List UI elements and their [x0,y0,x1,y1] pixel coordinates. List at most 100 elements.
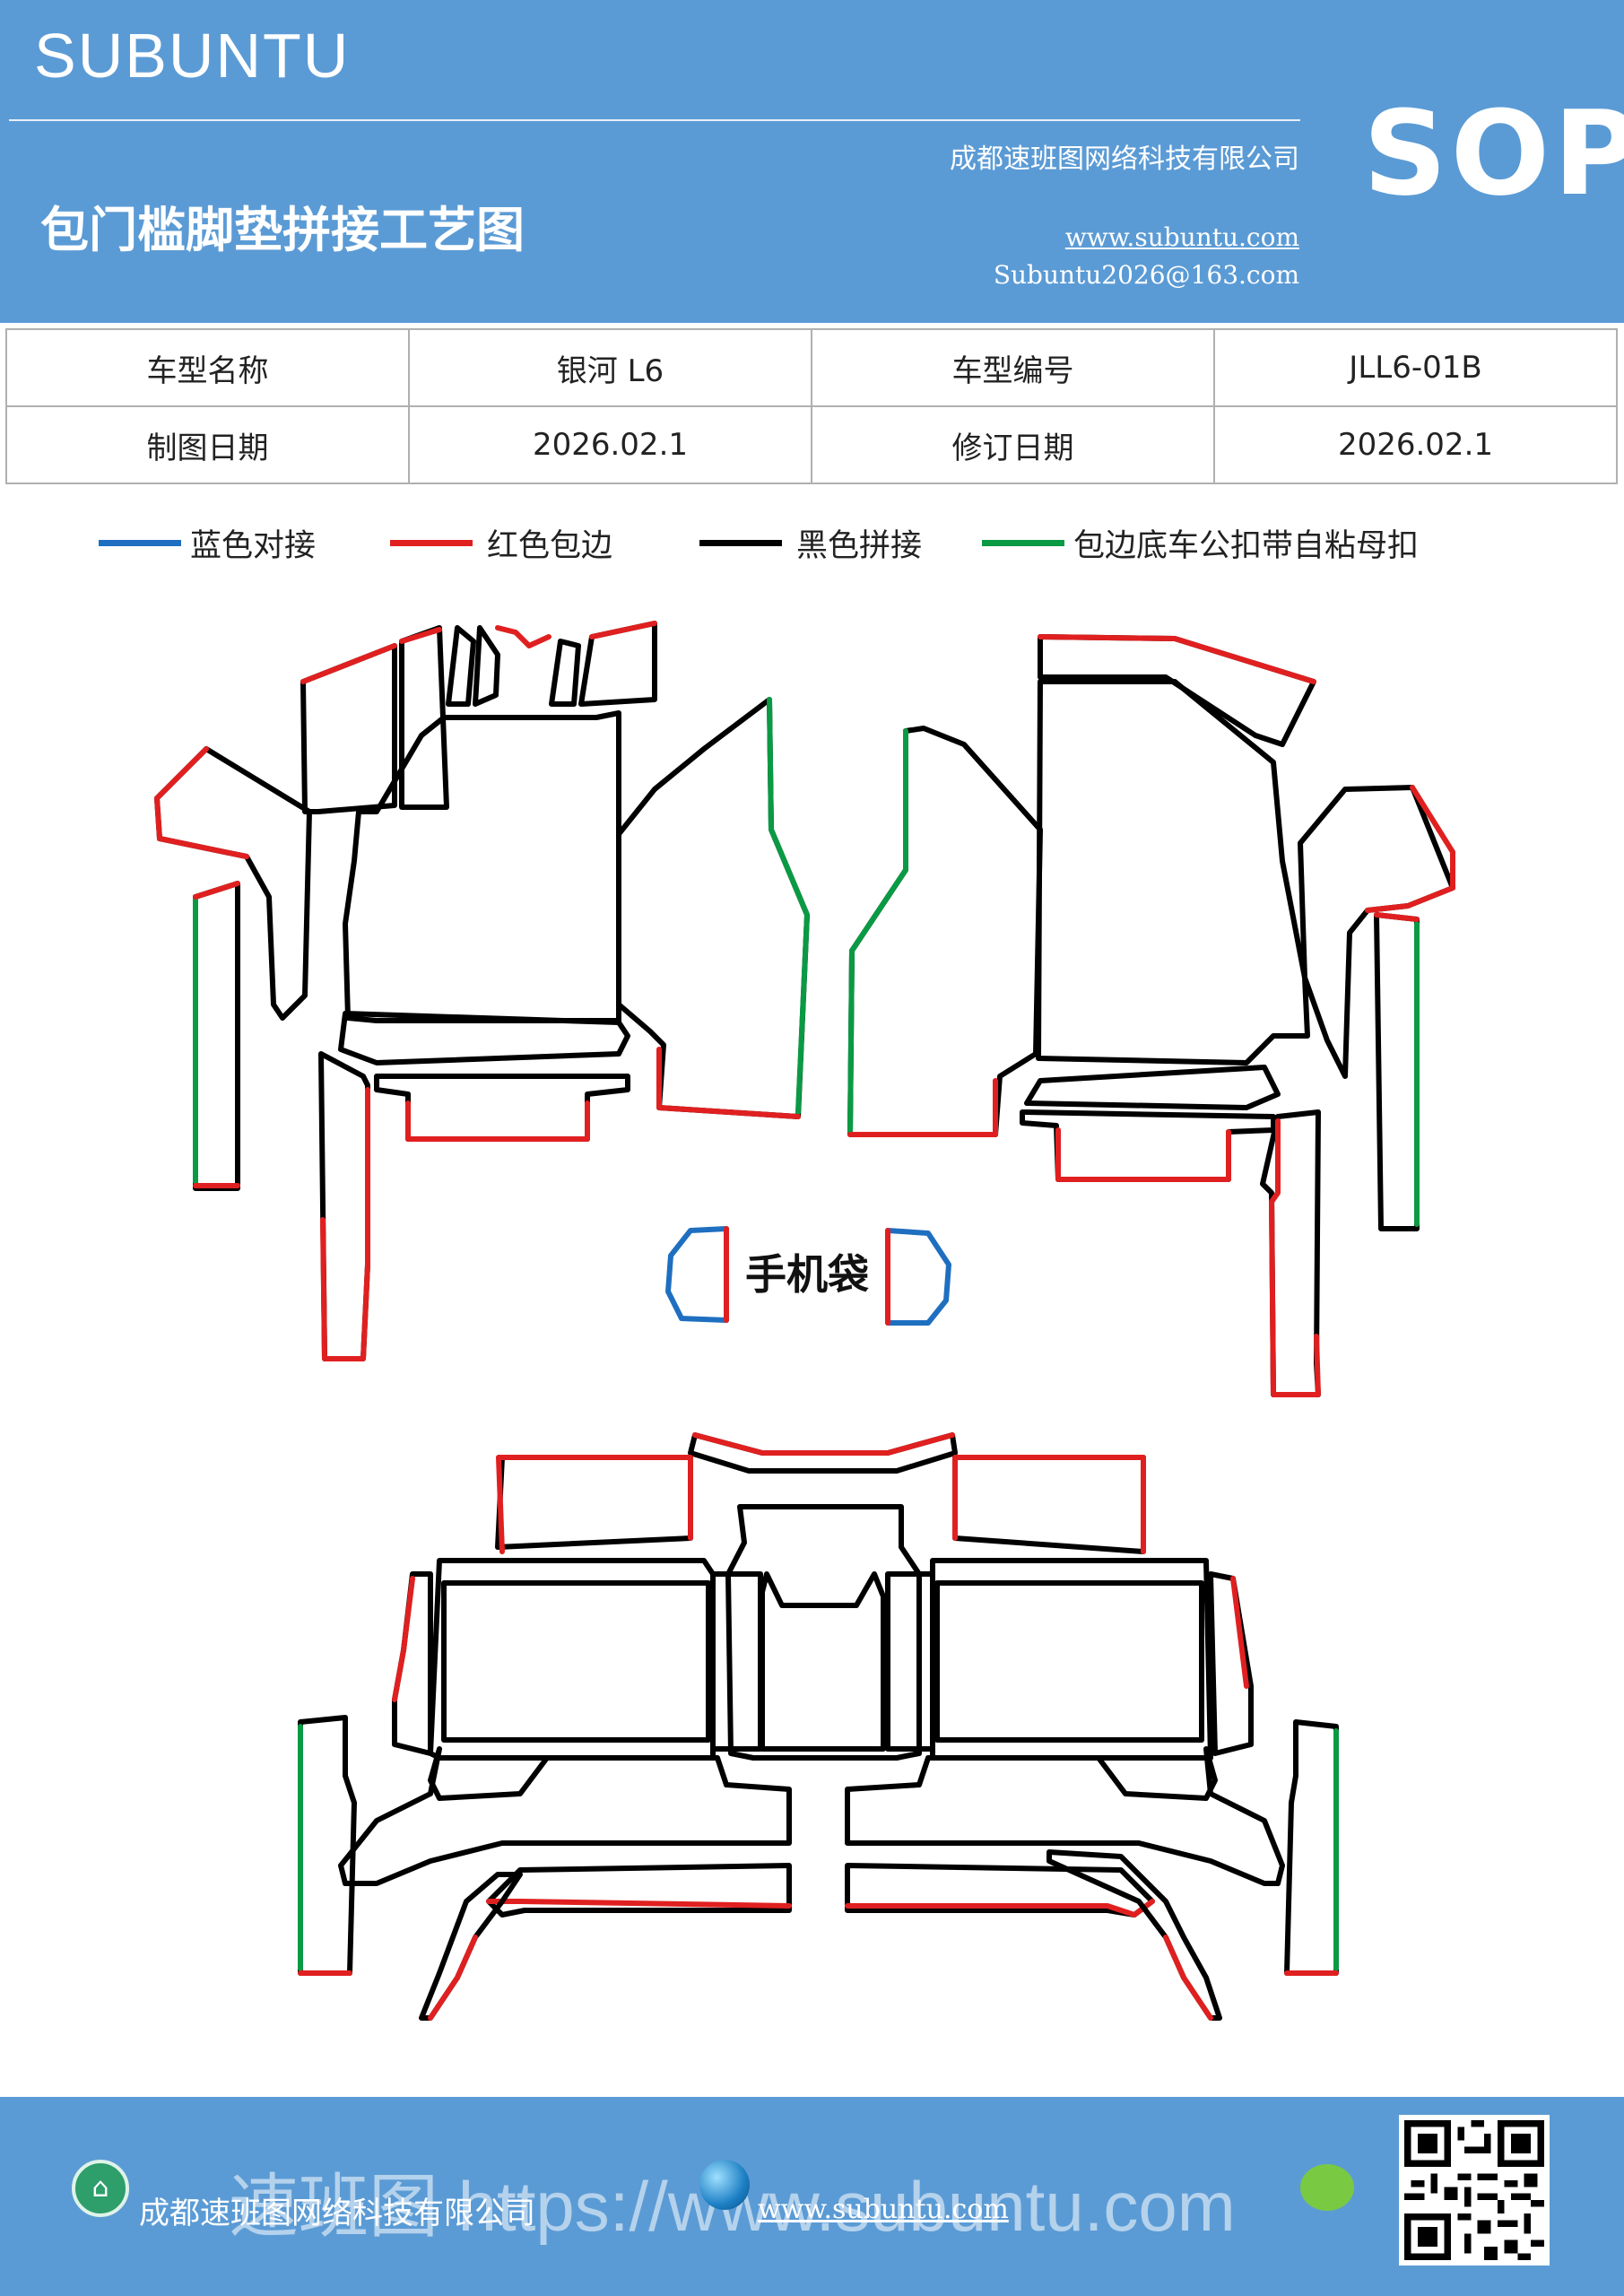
header-divider [9,119,1300,121]
mat-piece [473,625,500,707]
mat-piece [934,1580,1204,1743]
draw-date-label: 制图日期 [5,405,410,484]
mat-edge-red [589,621,657,639]
draw-date-value: 2026.02.1 [408,405,812,484]
legend-swatch-red [390,540,473,546]
info-row: 制图日期 2026.02.1 修订日期 2026.02.1 [5,405,1618,484]
revise-date-label: 修订日期 [811,405,1215,484]
mat-edge-red [1163,1935,1213,2021]
info-row: 车型名称 银河 L6 车型编号 JLL6-01B [5,328,1618,407]
mat-edge-red [496,1455,693,1554]
sop-badge: SOP [1363,85,1624,222]
legend-item-black: 黑色拼接 [699,520,922,566]
mat-edge-red [405,1100,590,1142]
qr-code-icon [1404,2120,1544,2260]
legend-label: 包边底车公扣带自粘母扣 [1073,528,1420,564]
mat-edge-red [399,627,442,644]
page-title: 包门槛脚垫拼接工艺图 [40,202,525,258]
mat-edge-red [656,1047,801,1119]
legend-item-red: 红色包边 [390,520,612,566]
mat-edge-red [495,625,551,648]
mat-edge-red [1038,634,1316,684]
model-name-value: 银河 L6 [408,328,812,407]
qr-code [1399,2115,1550,2266]
mat-piece [710,1571,763,1752]
mat-piece [193,881,240,1191]
mat-edge-red [320,1087,370,1361]
mat-piece [486,1863,792,1918]
wechat-icon [1300,2164,1354,2211]
mat-piece [952,1455,1146,1554]
phone-pocket-label: 手机袋 [745,1250,869,1299]
footer-website-link[interactable]: www.subuntu.com [758,2194,1009,2225]
mat-piece [495,1455,693,1550]
mat-piece [1208,1571,1254,1756]
pocket-right-piece [885,1228,951,1326]
mat-edge-red [193,881,240,900]
mat-edge-green [847,728,908,1135]
mat-edge-red [1374,912,1420,922]
footer-company: 成都速班图网络科技有限公司 [139,2196,535,2231]
mat-piece [1284,1719,1339,1976]
legend-swatch-blue [99,540,181,546]
mat-piece [847,726,1043,1137]
mat-piece [1046,1849,1222,2021]
legend-label: 黑色拼接 [796,528,923,564]
model-code-value: JLL6-01B [1213,328,1618,407]
mat-piece [300,643,397,814]
mat-edge-red [1230,1576,1249,1689]
brand-logo-text: SUBUNTU [34,21,351,91]
mat-edge-red [952,1455,1146,1554]
globe-icon [699,2160,750,2210]
mat-piece [1038,634,1316,747]
mat-edge-red [154,746,249,859]
legend-item-blue: 蓝色对接 [99,520,316,566]
mat-piece [885,1571,935,1752]
mat-piece [930,1558,1213,1761]
legend-label: 蓝色对接 [190,528,317,564]
mat-piece [1036,679,1310,1065]
mat-edge-red [428,1935,478,2021]
info-table: 车型名称 银河 L6 车型编号 JLL6-01B 制图日期 2026.02.1 … [5,328,1618,484]
mat-piece [338,1011,630,1065]
legend-label: 红色包边 [487,528,613,564]
mat-piece [338,1746,792,1886]
mat-edge-red [300,643,397,684]
mat-piece [549,639,581,707]
legend: 蓝色对接 红色包边 黑色拼接 包边底车公扣带自粘母扣 [0,520,1624,574]
mat-edge-red [1269,1118,1321,1397]
top-left-mat-group [154,621,810,1361]
revise-date-value: 2026.02.1 [1213,405,1618,484]
mat-edge-red [486,1899,792,1909]
mat-edge-red [847,1078,998,1137]
model-code-label: 车型编号 [811,328,1215,407]
header-company: 成都速班图网络科技有限公司 [950,144,1299,175]
mat-edge-red [1365,785,1455,913]
phone-pocket-group [665,1226,951,1326]
mat-edge-red [1055,1127,1231,1182]
mat-edge-green [767,697,810,1115]
mat-piece [725,1504,922,1761]
rear-mat-group [298,1432,1339,2021]
header-email: Subuntu2026@163.com [993,260,1299,290]
legend-swatch-black [699,540,782,546]
mat-piece [1374,912,1420,1231]
mat-piece [446,625,476,707]
footer-banner: 速班图 https://www.subuntu.com ⌂ 成都速班图网络科技有… [0,2097,1624,2296]
mat-piece [318,1051,370,1361]
mat-edge-red [692,1432,955,1456]
top-right-mat-group [847,634,1455,1397]
mat-piece [428,1558,716,1761]
mat-edge-red [392,1576,415,1702]
mat-piece [441,1580,711,1743]
legend-item-green: 包边底车公扣带自粘母扣 [982,520,1419,566]
header-website-link[interactable]: www.subuntu.com [1064,222,1299,252]
header-banner: SUBUNTU 包门槛脚垫拼接工艺图 成都速班图网络科技有限公司 www.sub… [0,0,1624,323]
mat-piece [845,1746,1285,1886]
mat-piece [298,1715,357,1976]
model-name-label: 车型名称 [5,328,410,407]
legend-swatch-green [982,540,1064,546]
building-icon: ⌂ [72,2160,129,2217]
pocket-left-piece [665,1226,729,1323]
mat-piece [1024,1065,1281,1110]
